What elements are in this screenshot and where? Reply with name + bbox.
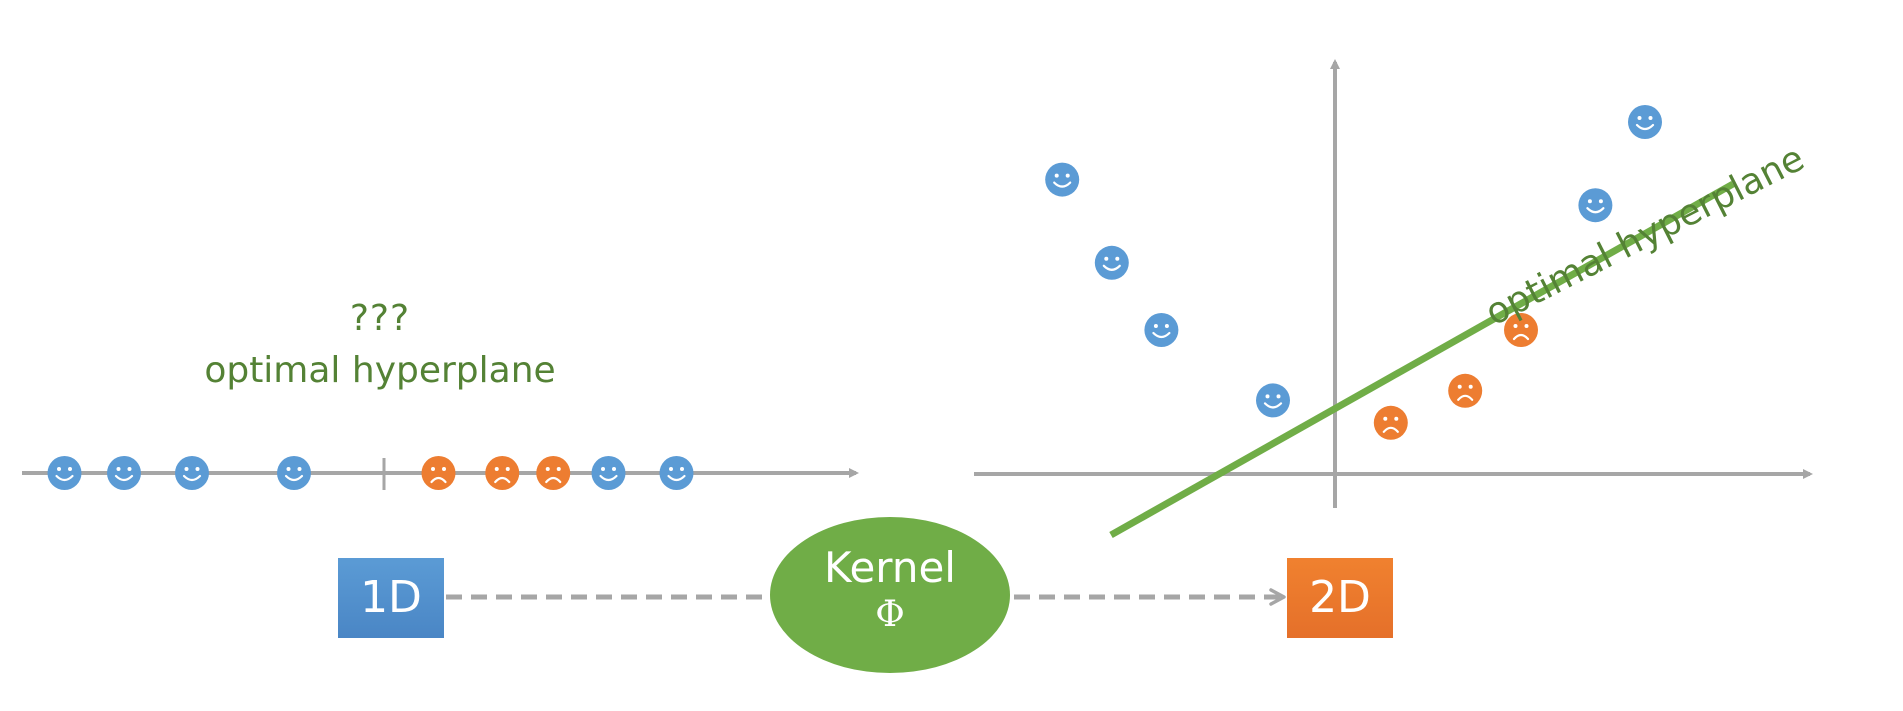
smiley-face-icon [659, 456, 694, 490]
kernel-ellipse: Kernel Φ [770, 517, 1010, 673]
smiley-face-icon [1045, 162, 1080, 197]
left-points-group [47, 456, 694, 490]
unknown-hyperplane-marker: ??? [349, 298, 411, 339]
source-dimension-box: 1D [338, 558, 444, 638]
right-points-group [1045, 105, 1662, 440]
frowny-face-icon [421, 456, 456, 490]
smiley-face-icon [591, 456, 626, 490]
right-hyperplane-line [1109, 180, 1735, 539]
frowny-face-icon [485, 456, 520, 490]
smiley-face-icon [1628, 105, 1662, 139]
smiley-face-icon [277, 456, 311, 490]
smiley-face-icon [1144, 313, 1179, 347]
target-dimension-box: 2D [1287, 558, 1393, 638]
frowny-face-icon [1504, 313, 1538, 347]
smiley-face-icon [1094, 245, 1129, 280]
frowny-face-icon [536, 456, 571, 490]
kernel-label: Kernel [824, 543, 956, 592]
smiley-face-icon [47, 456, 82, 490]
smiley-face-icon [1578, 188, 1613, 223]
smiley-face-icon [107, 456, 141, 490]
left-hyperplane-label: optimal hyperplane [204, 350, 556, 391]
smiley-face-icon [1256, 383, 1290, 418]
frowny-face-icon [1448, 373, 1483, 408]
kernel-symbol: Φ [875, 594, 905, 635]
frowny-face-icon [1373, 405, 1408, 440]
smiley-face-icon [175, 456, 209, 490]
